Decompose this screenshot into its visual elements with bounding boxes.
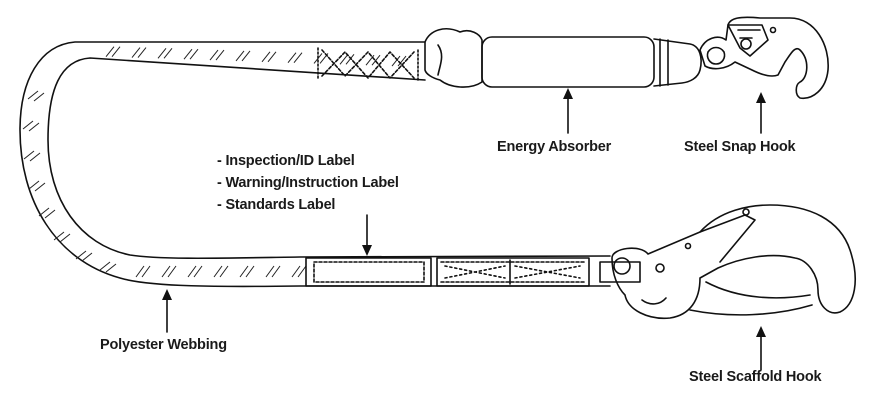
webbing-weave-mark	[297, 265, 307, 278]
stitch-pattern-upper	[317, 47, 419, 81]
webbing-weave-mark	[215, 49, 225, 61]
webbing-weave-mark	[53, 231, 65, 241]
webbing-weave-mark	[267, 51, 277, 63]
webbing-weave-mark	[167, 265, 177, 278]
pointer-labels	[362, 214, 372, 256]
webbing-weave-mark	[27, 90, 39, 100]
inspection-id-label-item: - Inspection/ID Label	[217, 153, 355, 169]
webbing-weave-mark	[391, 55, 401, 67]
label-types-list: - Inspection/ID Label - Warning/Instruct…	[217, 150, 399, 216]
webbing-weave-mark	[137, 47, 147, 58]
webbing-weave-mark	[235, 50, 245, 62]
webbing-weave-mark	[265, 265, 275, 278]
webbing-weave-mark	[157, 48, 167, 59]
webbing-weave-mark	[219, 265, 229, 278]
webbing-weave-mark	[111, 46, 121, 57]
webbing-weave-mark	[291, 265, 301, 278]
webbing-weave-mark	[293, 52, 303, 63]
steel-snap-hook-label: Steel Snap Hook	[684, 139, 796, 155]
webbing-weave-mark	[105, 46, 115, 57]
steel-scaffold-hook-label: Steel Scaffold Hook	[689, 369, 822, 385]
webbing-weave-mark	[183, 48, 193, 60]
webbing-weave-mark	[371, 54, 381, 66]
webbing-weave-mark	[189, 48, 199, 60]
webbing-weave-mark	[345, 54, 355, 65]
standards-label-item: - Standards Label	[217, 197, 336, 213]
energy-absorber-pack	[424, 28, 702, 88]
label-sleeve	[305, 257, 590, 287]
webbing-weave-mark	[339, 54, 349, 65]
webbing-weave-mark	[397, 55, 407, 67]
webbing-weave-mark	[99, 261, 111, 271]
webbing-weave-mark	[141, 265, 151, 278]
webbing-weave-mark	[245, 265, 255, 278]
steel-snap-hook	[699, 16, 829, 99]
webbing-weave-mark	[239, 265, 249, 278]
pointer-scaffold-hook	[756, 326, 766, 371]
webbing-weave-mark	[28, 122, 40, 132]
webbing-weave-mark	[28, 180, 40, 190]
energy-absorber-label: Energy Absorber	[497, 139, 612, 155]
webbing-weave-mark	[241, 50, 251, 62]
polyester-webbing-label: Polyester Webbing	[100, 337, 227, 353]
webbing-weave-mark	[29, 152, 41, 162]
pointer-snap-hook	[756, 92, 766, 134]
webbing-weave-mark	[261, 51, 271, 63]
webbing-weave-mark	[33, 92, 45, 102]
webbing-weave-mark	[131, 47, 141, 58]
webbing-weave-mark	[44, 209, 56, 219]
webbing-weave-mark	[187, 265, 197, 278]
webbing-weave-mark	[22, 120, 34, 130]
webbing-weave-mark	[59, 233, 71, 243]
webbing-weave-mark	[135, 265, 145, 278]
webbing-weave-mark	[213, 265, 223, 278]
webbing-weave-mark	[161, 265, 171, 278]
pointer-energy-absorber	[563, 88, 573, 134]
webbing-weave-mark	[75, 250, 87, 260]
webbing-weave-mark	[271, 265, 281, 278]
webbing-weave-mark	[287, 52, 297, 63]
webbing-weave-mark	[105, 263, 117, 273]
webbing-weave-mark	[23, 150, 35, 160]
webbing-weave-mark	[193, 265, 203, 278]
webbing-weave-mark	[81, 252, 93, 262]
steel-scaffold-hook	[599, 204, 856, 320]
pointer-webbing	[162, 289, 172, 333]
webbing-weave-mark	[163, 48, 173, 59]
webbing-weave-mark	[209, 49, 219, 61]
warning-instruction-label-item: - Warning/Instruction Label	[217, 175, 399, 191]
webbing-weave-mark	[34, 182, 46, 192]
webbing-weave-mark	[38, 207, 50, 217]
